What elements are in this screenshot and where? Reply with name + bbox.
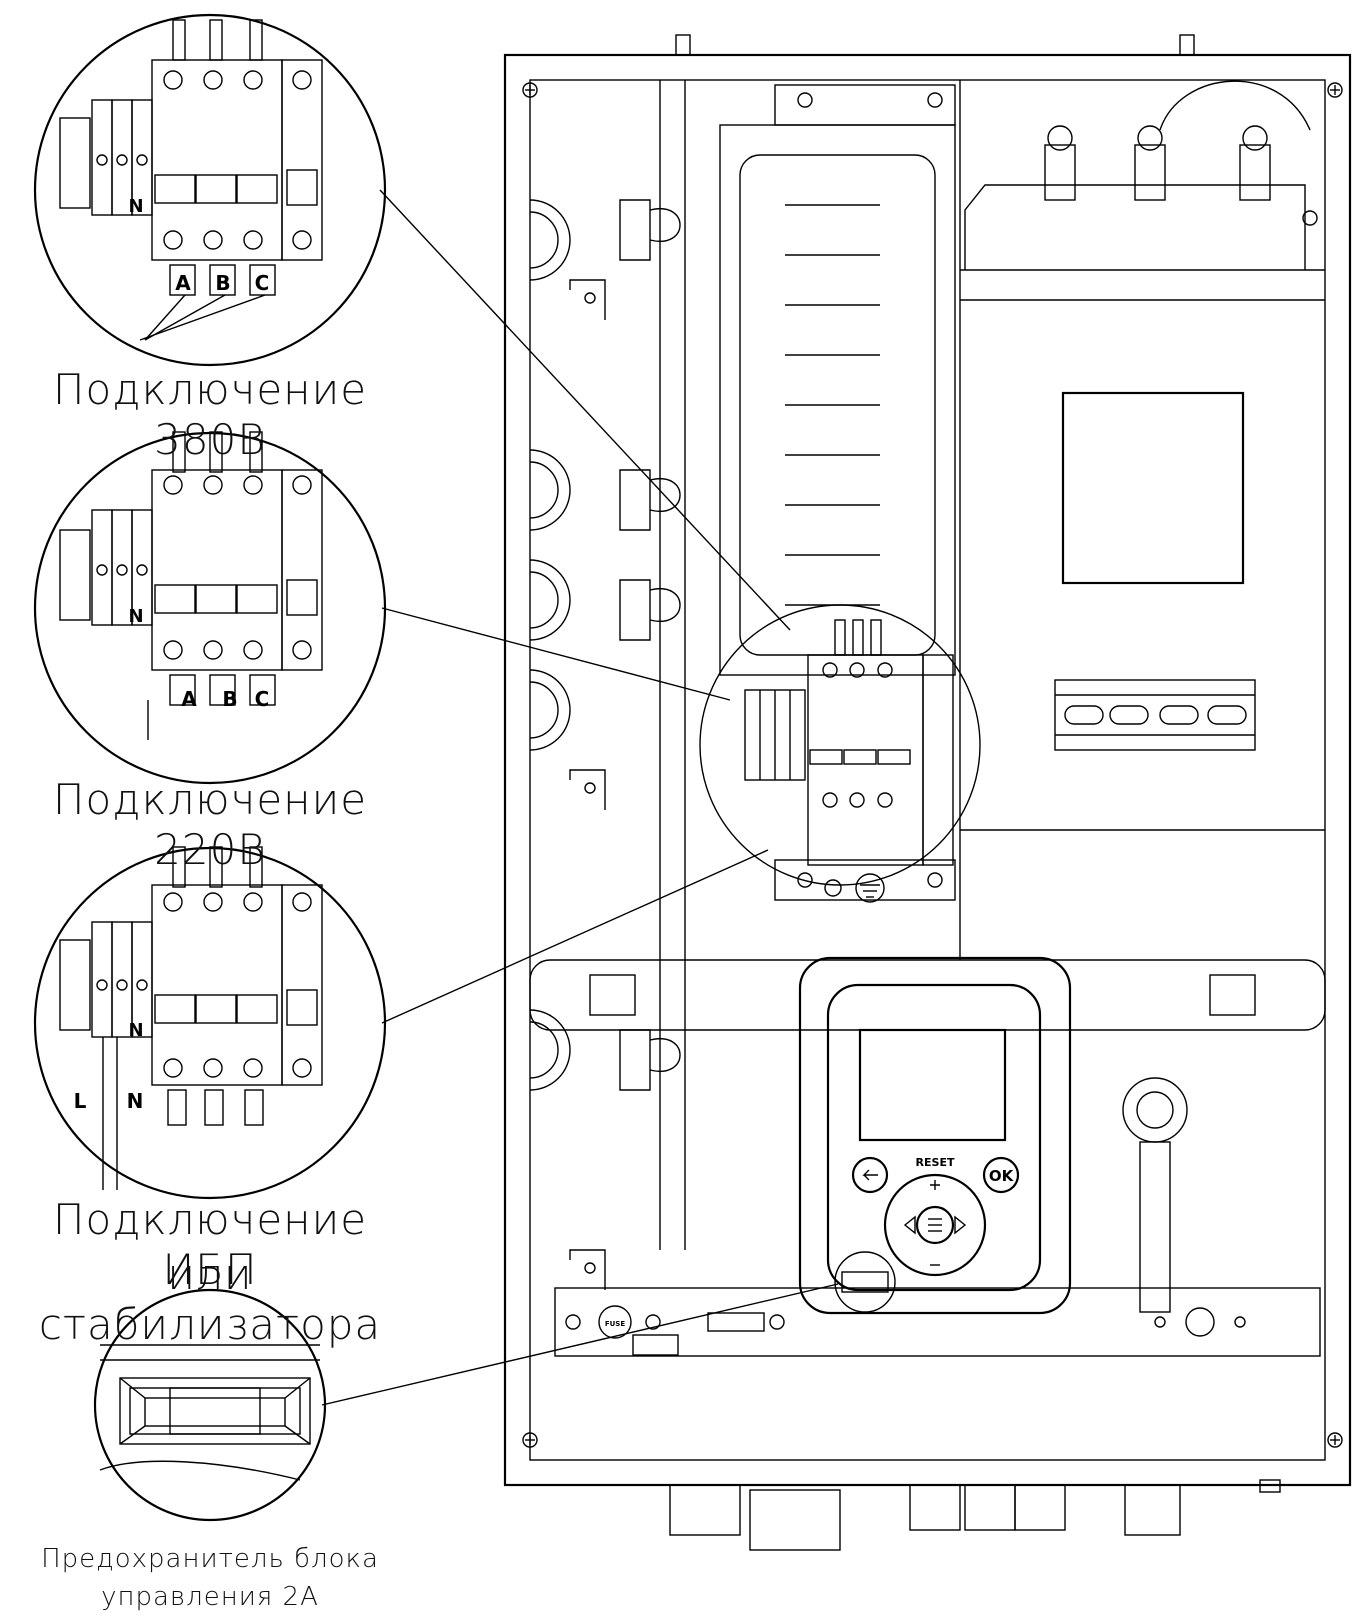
fuse-label: FUSE bbox=[605, 1320, 626, 1328]
menu-button[interactable] bbox=[915, 1205, 955, 1245]
ground-symbol-icon bbox=[855, 873, 885, 903]
phase-c-label: C bbox=[255, 687, 270, 711]
right-arrow-icon bbox=[954, 1215, 967, 1235]
neutral-label: N bbox=[128, 606, 143, 627]
left-arrow-icon bbox=[903, 1215, 916, 1235]
detail-220v: A B C N bbox=[33, 431, 387, 785]
ground-screw-icon bbox=[824, 879, 842, 897]
display-screen bbox=[858, 1028, 1007, 1142]
ok-button[interactable] bbox=[982, 1156, 1020, 1194]
navigation-dial[interactable] bbox=[883, 1173, 987, 1277]
detail-fuse bbox=[93, 1288, 327, 1522]
nameplate-area bbox=[1061, 391, 1245, 585]
zoom-focus-circle bbox=[699, 604, 981, 886]
main-circuit-breaker bbox=[699, 604, 981, 886]
neutral-wire-label: N bbox=[127, 1089, 144, 1113]
caption-ups-line2: или стабилизатора bbox=[38, 1250, 382, 1349]
neutral-label: N bbox=[128, 196, 143, 217]
din-rail bbox=[1054, 679, 1256, 751]
neutral-label: N bbox=[128, 1020, 143, 1041]
power-switch[interactable] bbox=[707, 1312, 765, 1332]
detail-ups: L N N bbox=[33, 846, 387, 1200]
caption-fuse-line1: Предохранитель блока bbox=[41, 1544, 379, 1574]
heating-element-plate bbox=[719, 84, 956, 903]
housing-inner-frame bbox=[529, 79, 1326, 1461]
boiler-housing bbox=[503, 34, 1352, 1487]
caption-ups-line1: Подключение ИБП bbox=[52, 1195, 368, 1294]
detail-380v: A B C N bbox=[33, 13, 387, 367]
line-label: L bbox=[74, 1089, 87, 1113]
control-panel: RESET OK FUSE bbox=[529, 956, 1326, 1357]
plus-icon bbox=[930, 1180, 940, 1190]
caption-220v: Подключение 220В bbox=[52, 775, 368, 874]
right-section bbox=[960, 80, 1325, 1313]
back-button[interactable] bbox=[851, 1156, 889, 1194]
fuse-holder bbox=[598, 1305, 632, 1339]
reset-label: RESET bbox=[916, 1156, 955, 1169]
caption-380v: Подключение 380В bbox=[52, 365, 368, 464]
bottom-connectors bbox=[669, 1479, 1281, 1551]
phase-a-label: A bbox=[175, 271, 191, 295]
phase-c-label: C bbox=[255, 271, 270, 295]
phase-b-label: B bbox=[222, 687, 237, 711]
caption-fuse-line2: управления 2А bbox=[101, 1582, 319, 1612]
ok-label: OK bbox=[989, 1167, 1015, 1185]
leader-lines bbox=[321, 189, 839, 1406]
cable-grommets bbox=[529, 199, 571, 1091]
phase-a-label: A bbox=[181, 687, 197, 711]
phase-b-label: B bbox=[215, 271, 230, 295]
